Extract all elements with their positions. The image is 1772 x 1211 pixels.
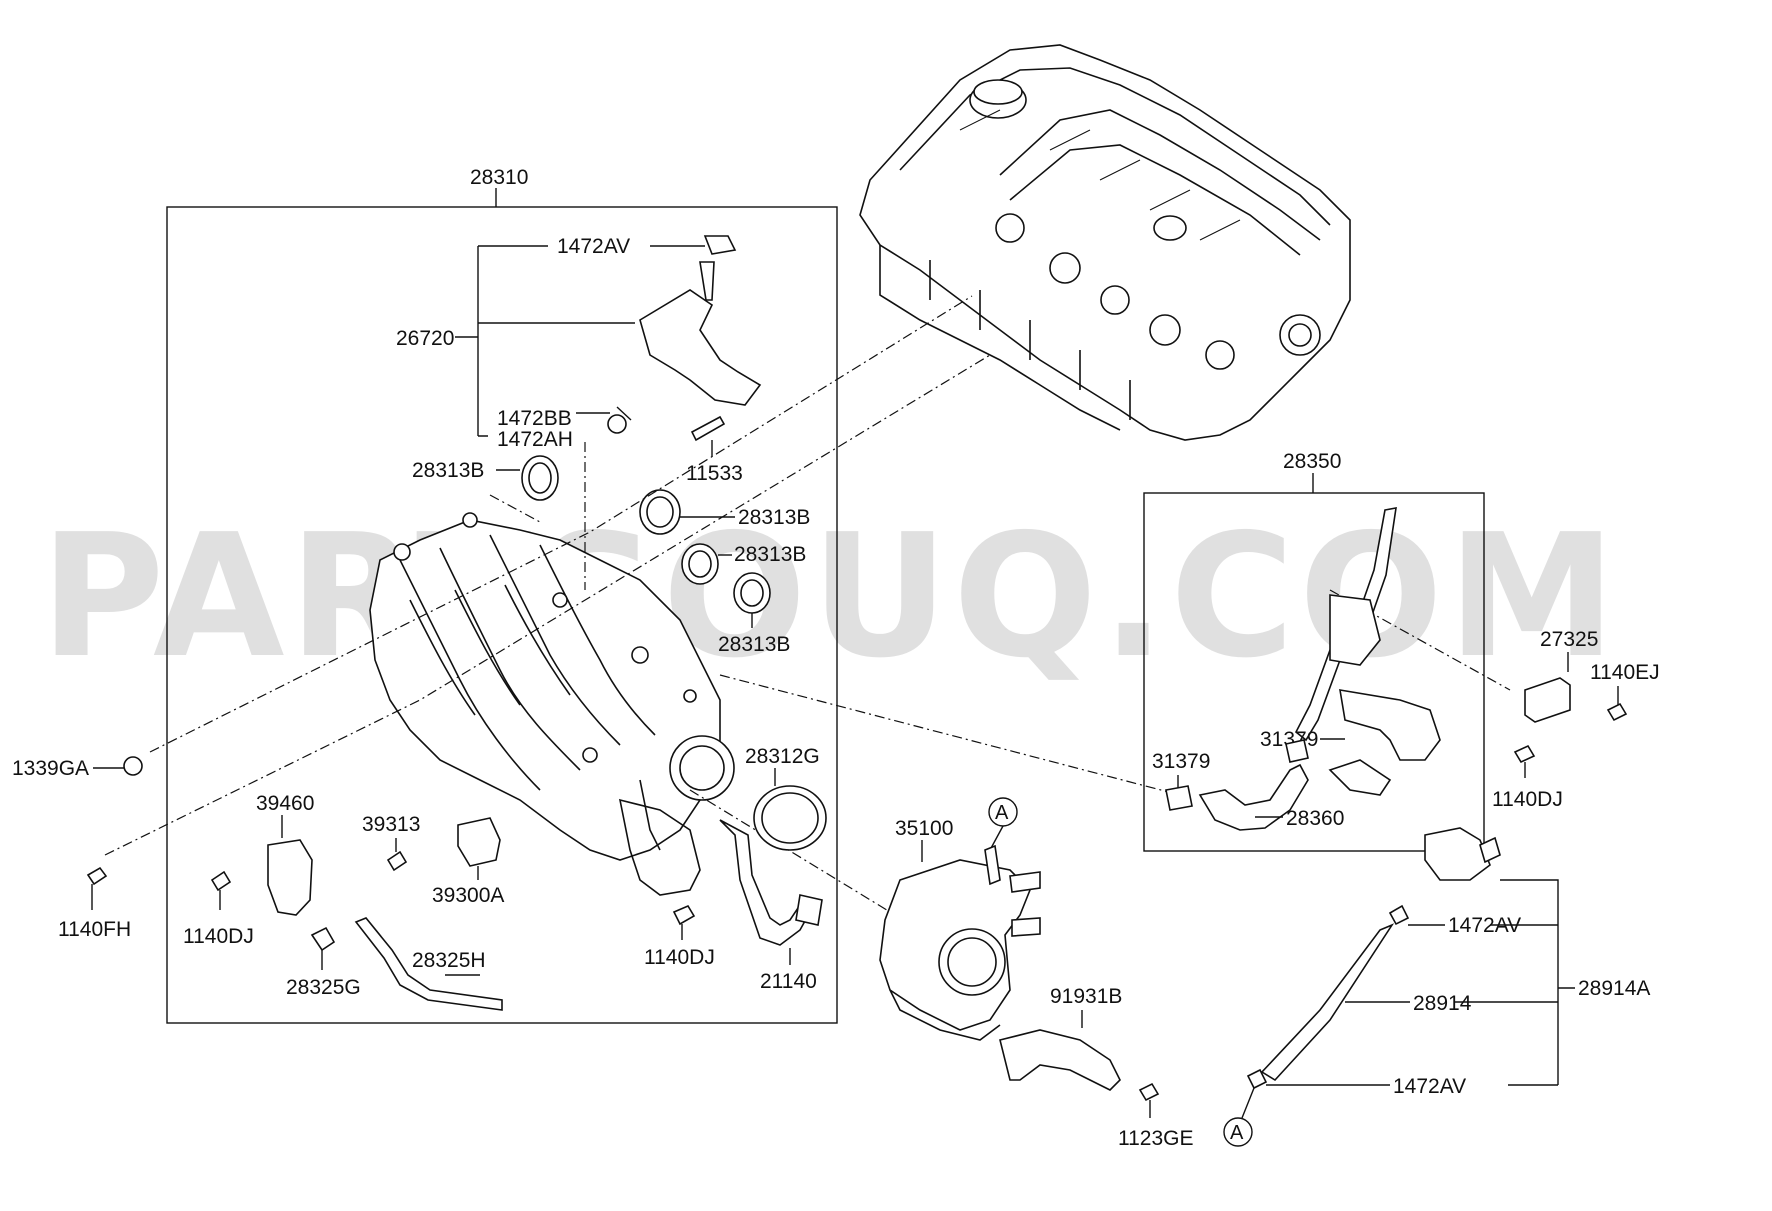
stud-11533 bbox=[690, 415, 726, 442]
label-1140FH: 1140FH bbox=[58, 918, 131, 941]
clip-28325G bbox=[310, 926, 336, 952]
label-35100: 35100 bbox=[895, 817, 953, 840]
hose-26720 bbox=[639, 289, 762, 406]
group-label-28350: 28350 bbox=[1283, 450, 1341, 473]
sensor-39300A bbox=[457, 817, 501, 867]
label-28312G: 28312G bbox=[745, 745, 820, 768]
valve-21140 bbox=[795, 894, 823, 926]
label-11533: 11533 bbox=[686, 462, 743, 485]
sensor-27325 bbox=[1524, 677, 1571, 723]
ref-circle-a2 bbox=[1223, 1117, 1253, 1147]
label-1123GE: 1123GE bbox=[1118, 1127, 1194, 1150]
bolt-39313 bbox=[386, 850, 408, 872]
label-39300A: 39300A bbox=[432, 884, 504, 907]
bracket-91931B bbox=[999, 1029, 1121, 1091]
label-1472AV-top: 1472AV bbox=[557, 235, 630, 258]
label-21140: 21140 bbox=[760, 970, 817, 993]
bolt-1140DJ-right bbox=[1513, 744, 1536, 764]
bracket-26720 bbox=[477, 245, 635, 437]
label-91931B: 91931B bbox=[1050, 985, 1122, 1008]
label-1140EJ: 1140EJ bbox=[1590, 661, 1660, 684]
dash-gasket1 bbox=[489, 494, 541, 523]
label-26720: 26720 bbox=[396, 327, 454, 350]
label-28914A: 28914A bbox=[1578, 977, 1650, 1000]
clamp-1472AV-r1 bbox=[1388, 904, 1410, 926]
hose-clamp bbox=[607, 414, 627, 434]
dash-1339GA bbox=[149, 295, 973, 753]
cylinder-head-illustration bbox=[859, 44, 1351, 441]
hose-28914 bbox=[1260, 923, 1395, 1082]
bracket-28914A bbox=[1455, 879, 1575, 1086]
label-28914: 28914 bbox=[1413, 992, 1472, 1015]
label-28313B-2: 28313B bbox=[738, 506, 810, 529]
label-28325H: 28325H bbox=[412, 949, 486, 972]
bolt-1123GE bbox=[1138, 1082, 1160, 1102]
bolt-1140FH bbox=[86, 866, 108, 886]
throttle-body-35100 bbox=[879, 844, 1041, 1041]
label-31379-b: 31379 bbox=[1152, 750, 1210, 773]
solenoid-39460 bbox=[267, 839, 313, 916]
group-box-28310 bbox=[166, 206, 838, 1024]
bolt-1140DJ-mid bbox=[672, 904, 696, 926]
clamp-31379-b bbox=[1165, 785, 1193, 811]
label-1140DJ-right: 1140DJ bbox=[1492, 788, 1563, 811]
clamp-31379-a bbox=[1285, 739, 1309, 763]
label-1339GA: 1339GA bbox=[12, 757, 89, 780]
hose-28325H bbox=[354, 917, 503, 1011]
ref-label-a1: A bbox=[995, 802, 1009, 824]
clip-1472AV bbox=[703, 235, 737, 255]
bolt-1140DJ-left bbox=[210, 870, 232, 892]
valve-port bbox=[1479, 836, 1501, 864]
leader-ref-a1 bbox=[989, 825, 1004, 851]
intake-manifold-illustration bbox=[369, 512, 735, 896]
label-39313: 39313 bbox=[362, 813, 420, 836]
label-1472BB: 1472BB bbox=[497, 407, 572, 430]
nut-1339GA bbox=[123, 756, 143, 776]
group-box-28350 bbox=[1143, 492, 1485, 852]
label-39460: 39460 bbox=[256, 792, 314, 815]
label-27325: 27325 bbox=[1540, 628, 1598, 651]
clamp-tab bbox=[616, 406, 632, 421]
label-1140DJ-left: 1140DJ bbox=[183, 925, 254, 948]
label-1140DJ-mid: 1140DJ bbox=[644, 946, 715, 969]
bolt-1140EJ bbox=[1606, 702, 1628, 722]
label-28313B-3: 28313B bbox=[734, 543, 806, 566]
label-1472AH: 1472AH bbox=[497, 428, 573, 451]
label-28360: 28360 bbox=[1286, 807, 1344, 830]
dash-throttle bbox=[689, 789, 896, 916]
hose-upper bbox=[699, 261, 715, 301]
label-1472AV-r2: 1472AV bbox=[1393, 1075, 1466, 1098]
pcv-pipe-28350 bbox=[1294, 507, 1441, 796]
group-label-28310: 28310 bbox=[470, 166, 528, 189]
clamp-1472AV-r2 bbox=[1246, 1068, 1268, 1090]
ref-label-a2: A bbox=[1230, 1122, 1244, 1144]
label-28325G: 28325G bbox=[286, 976, 361, 999]
label-28313B-1: 28313B bbox=[412, 459, 484, 482]
valve-28914A bbox=[1424, 827, 1491, 881]
dash-1140FH bbox=[104, 354, 991, 856]
label-28313B-4: 28313B bbox=[718, 633, 790, 656]
hose-28360 bbox=[1198, 763, 1309, 831]
label-1472AV-r1: 1472AV bbox=[1448, 914, 1521, 937]
leader-ref-a2 bbox=[1241, 1087, 1255, 1119]
